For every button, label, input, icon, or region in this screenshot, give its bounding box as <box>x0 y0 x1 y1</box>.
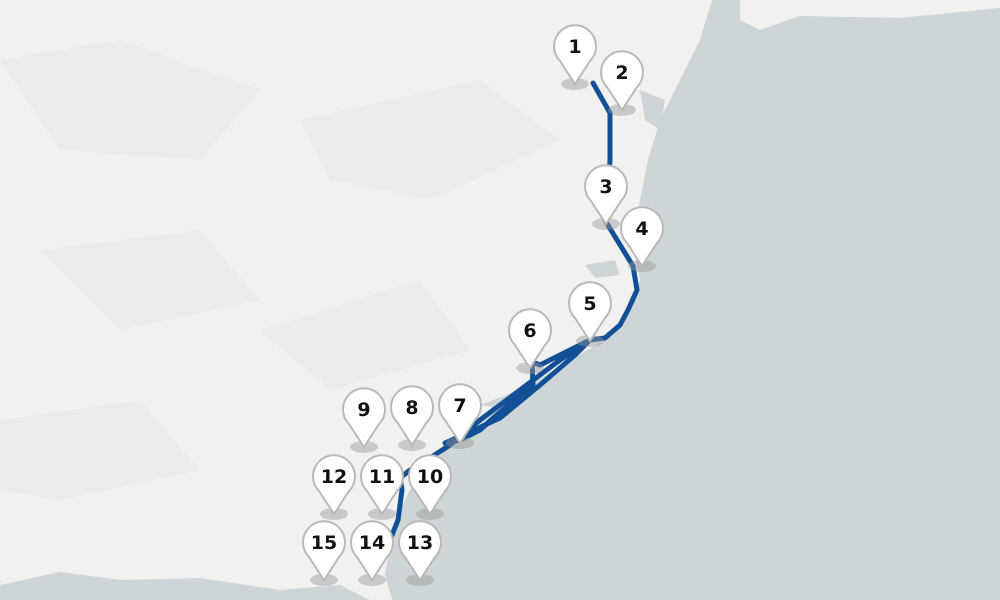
map-pin-icon <box>360 454 404 516</box>
sea <box>385 0 1000 600</box>
marker-label: 6 <box>523 320 536 342</box>
marker-label: 11 <box>369 466 395 488</box>
map-pin-icon <box>584 164 628 226</box>
marker-label: 10 <box>417 466 443 488</box>
map-marker-9[interactable]: 9 <box>342 387 386 453</box>
map-pin-icon <box>350 520 394 582</box>
marker-label: 4 <box>635 218 648 240</box>
map-marker-2[interactable]: 2 <box>600 50 644 116</box>
map-pin-icon <box>398 520 442 582</box>
map-marker-6[interactable]: 6 <box>508 308 552 374</box>
map-marker-12[interactable]: 12 <box>312 454 356 520</box>
map-marker-10[interactable]: 10 <box>408 454 452 520</box>
marker-label: 8 <box>405 397 418 419</box>
land-relief <box>0 40 560 500</box>
map-pin-icon <box>302 520 346 582</box>
marker-label: 15 <box>311 532 337 554</box>
marker-label: 9 <box>357 399 370 421</box>
marker-label: 3 <box>599 176 612 198</box>
bay-southwest <box>0 572 370 600</box>
marker-label: 14 <box>359 532 385 554</box>
map-marker-5[interactable]: 5 <box>568 281 612 347</box>
marker-label: 12 <box>321 466 347 488</box>
marker-label: 7 <box>453 395 466 417</box>
map-marker-7[interactable]: 7 <box>438 383 482 449</box>
map-marker-14[interactable]: 14 <box>350 520 394 586</box>
map-marker-13[interactable]: 13 <box>398 520 442 586</box>
map-pin-icon <box>342 387 386 449</box>
map-pin-icon <box>438 383 482 445</box>
map-marker-3[interactable]: 3 <box>584 164 628 230</box>
map-marker-15[interactable]: 15 <box>302 520 346 586</box>
map-marker-1[interactable]: 1 <box>553 24 597 90</box>
map-marker-11[interactable]: 11 <box>360 454 404 520</box>
map-pin-icon <box>390 385 434 447</box>
marker-label: 13 <box>407 532 433 554</box>
map-marker-4[interactable]: 4 <box>620 206 664 272</box>
map-pin-icon <box>408 454 452 516</box>
map-pin-icon <box>508 308 552 370</box>
map-pin-icon <box>553 24 597 86</box>
map-marker-8[interactable]: 8 <box>390 385 434 451</box>
marker-label: 2 <box>615 62 628 84</box>
map-pin-icon <box>600 50 644 112</box>
map-pin-icon <box>312 454 356 516</box>
map-pin-icon <box>568 281 612 343</box>
marker-label: 5 <box>583 293 596 315</box>
upper-right-land <box>740 0 1000 30</box>
marker-label: 1 <box>568 36 581 58</box>
map-pin-icon <box>620 206 664 268</box>
